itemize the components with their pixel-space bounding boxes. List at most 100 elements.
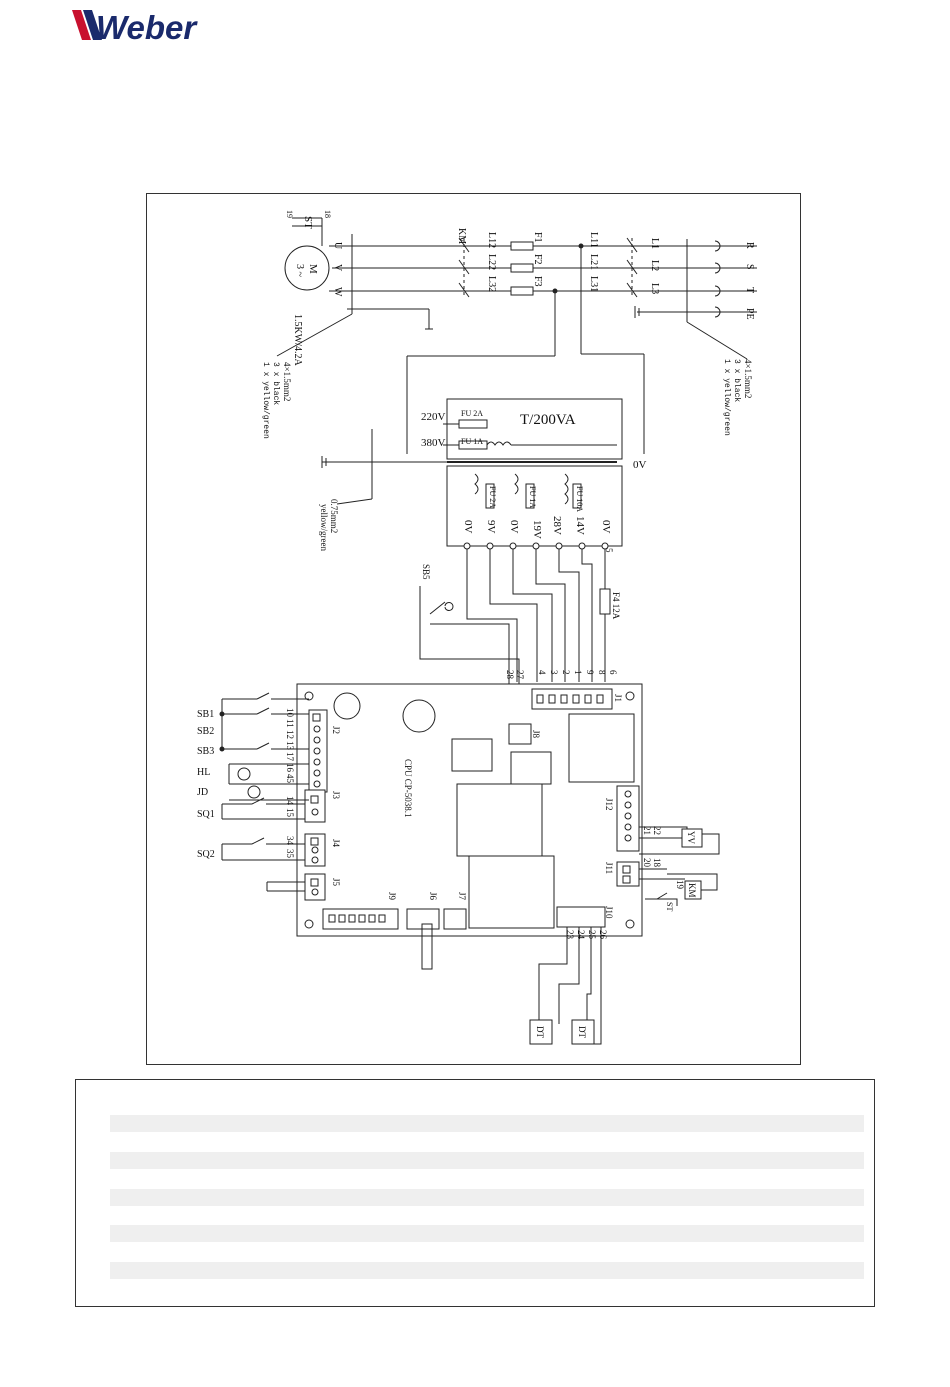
primary-fuse-1a: FU 1A <box>461 437 483 446</box>
j1-pin-27: 27 <box>515 670 525 680</box>
contactor-line-3: L32 <box>486 276 497 292</box>
j8-label: J8 <box>531 730 541 739</box>
primary-380v: 380V <box>421 437 446 449</box>
output-19v: 19V <box>531 520 543 539</box>
earth-cable-color: yellow/green <box>319 504 329 551</box>
contactor-line-2: L22 <box>486 254 497 270</box>
dt-sensor-2: DT <box>577 1026 587 1038</box>
switch-line-3: L31 <box>588 276 599 292</box>
j3-pin-15: 15 <box>285 808 295 818</box>
fuse-f4: F4 12A <box>611 592 621 620</box>
j2-pin-12: 12 <box>285 730 295 739</box>
label-sq2: SQ2 <box>197 849 215 860</box>
mains-pe: PE <box>744 308 755 320</box>
fuse-f3: F3 <box>532 276 543 287</box>
legend-row <box>110 1152 864 1169</box>
j1-pin-28: 28 <box>505 670 515 680</box>
legend-row <box>110 1262 864 1279</box>
legend-row <box>110 1189 864 1206</box>
label-sq1: SQ1 <box>197 809 215 820</box>
label-jd: JD <box>197 787 208 798</box>
primary-fuse-2a: FU 2A <box>461 409 483 418</box>
j2-pin-11: 11 <box>285 719 295 728</box>
motor-phase: 3 ~ <box>294 264 305 278</box>
j1-pin-4: 4 <box>537 670 547 675</box>
transformer-tap-5: 5 <box>604 548 614 553</box>
dt-sensors <box>529 927 602 1045</box>
j9-label: J9 <box>387 892 397 901</box>
cpu-board-label: CPU CP-5038.1 <box>403 759 413 818</box>
fuse-f2: F2 <box>532 254 543 265</box>
j11-pin-20: 20 <box>642 858 652 868</box>
j10-pin-24: 24 <box>576 930 586 940</box>
motor-cable-black: 3 x black <box>271 362 280 405</box>
j10-label: J10 <box>604 906 614 919</box>
transformer-common: 0V <box>633 459 647 471</box>
j2-pin-16: 16 <box>285 763 295 773</box>
j12-label: J12 <box>604 798 614 811</box>
legend-table <box>75 1079 875 1307</box>
j2-pin-17: 17 <box>285 752 295 762</box>
mains-cable-earth: 1 x yellow/green <box>722 359 731 436</box>
fuse-f1: F1 <box>532 232 543 243</box>
j2-pin-13: 13 <box>285 741 295 751</box>
motor-rating: 1.5KW/4.2A <box>292 314 303 366</box>
supply-line-1: L1 <box>649 238 660 249</box>
output-0v-a: 0V <box>462 520 474 534</box>
j4-pin-34: 34 <box>285 836 295 846</box>
motor-terminal-w: W <box>332 287 343 297</box>
switch-line-2: L21 <box>588 254 599 270</box>
j1-pin-6: 6 <box>608 670 618 675</box>
primary-220v: 220V <box>421 411 446 423</box>
legend-row <box>110 1115 864 1132</box>
secondary-fuse-10a: FU 10A <box>575 486 584 512</box>
km-box-label: KM <box>687 883 697 898</box>
mains-cable-size: 4×1.5mm2 <box>743 359 753 398</box>
brand-name: Weber <box>96 9 198 44</box>
j1-pin-1: 1 <box>573 670 583 675</box>
contactor-label: KM <box>456 228 467 244</box>
motor-label: M <box>307 264 319 274</box>
j1-pin-2: 2 <box>561 670 571 675</box>
label-sb1: SB1 <box>197 709 214 720</box>
secondary-terminals <box>419 542 611 724</box>
j2-label: J2 <box>331 726 341 734</box>
mains-s: S <box>744 264 755 270</box>
output-14v: 14V <box>574 516 586 535</box>
km-box-pin: 19 <box>675 880 685 890</box>
transformer-title: T/200VA <box>520 412 576 428</box>
output-0v-c: 0V <box>600 520 612 534</box>
cpu-board <box>266 683 643 970</box>
j1-pin-8: 8 <box>597 670 607 675</box>
j10-pin-26: 26 <box>598 930 608 940</box>
sb5-label: SB5 <box>421 564 431 580</box>
j6-label: J6 <box>428 892 438 901</box>
label-hl: HL <box>197 767 210 778</box>
j4-label: J4 <box>331 839 341 848</box>
j10-pin-25: 25 <box>587 930 597 940</box>
j11-pin-18: 18 <box>652 858 662 868</box>
j7-label: J7 <box>457 892 467 901</box>
weber-logo: Weber <box>72 9 198 44</box>
motor-terminal-v: V <box>332 264 343 272</box>
mains-t: T <box>744 287 755 293</box>
mains-r: R <box>744 242 755 249</box>
contactor-line-1: L12 <box>486 232 497 248</box>
supply-line-3: L3 <box>649 283 660 294</box>
secondary-fuse-1a: FU 1A <box>528 486 537 508</box>
motor-thermal: ST <box>302 216 314 229</box>
output-devices <box>639 826 720 906</box>
j2-pin-10: 10 <box>285 708 295 718</box>
motor-pin-18: 18 <box>323 210 332 218</box>
j4-pin-35: 35 <box>285 849 295 859</box>
motor-cable-size: 4×1.5mm2 <box>282 362 292 401</box>
wiring-diagram: 1.5KW/4.2A M 3 ~ U V W ST 18 19 4×1.5mm2… <box>146 193 801 1065</box>
j11-label: J11 <box>604 862 614 874</box>
motor-cable-earth: 1 x yellow/green <box>261 362 270 439</box>
j3-pin-14: 14 <box>285 796 295 806</box>
j1-pin-3: 3 <box>549 670 559 675</box>
motor-terminal-u: U <box>332 242 343 250</box>
km-box-st: ST <box>665 902 674 911</box>
label-sb2: SB2 <box>197 726 214 737</box>
j12-pin-21: 21 <box>642 826 652 835</box>
